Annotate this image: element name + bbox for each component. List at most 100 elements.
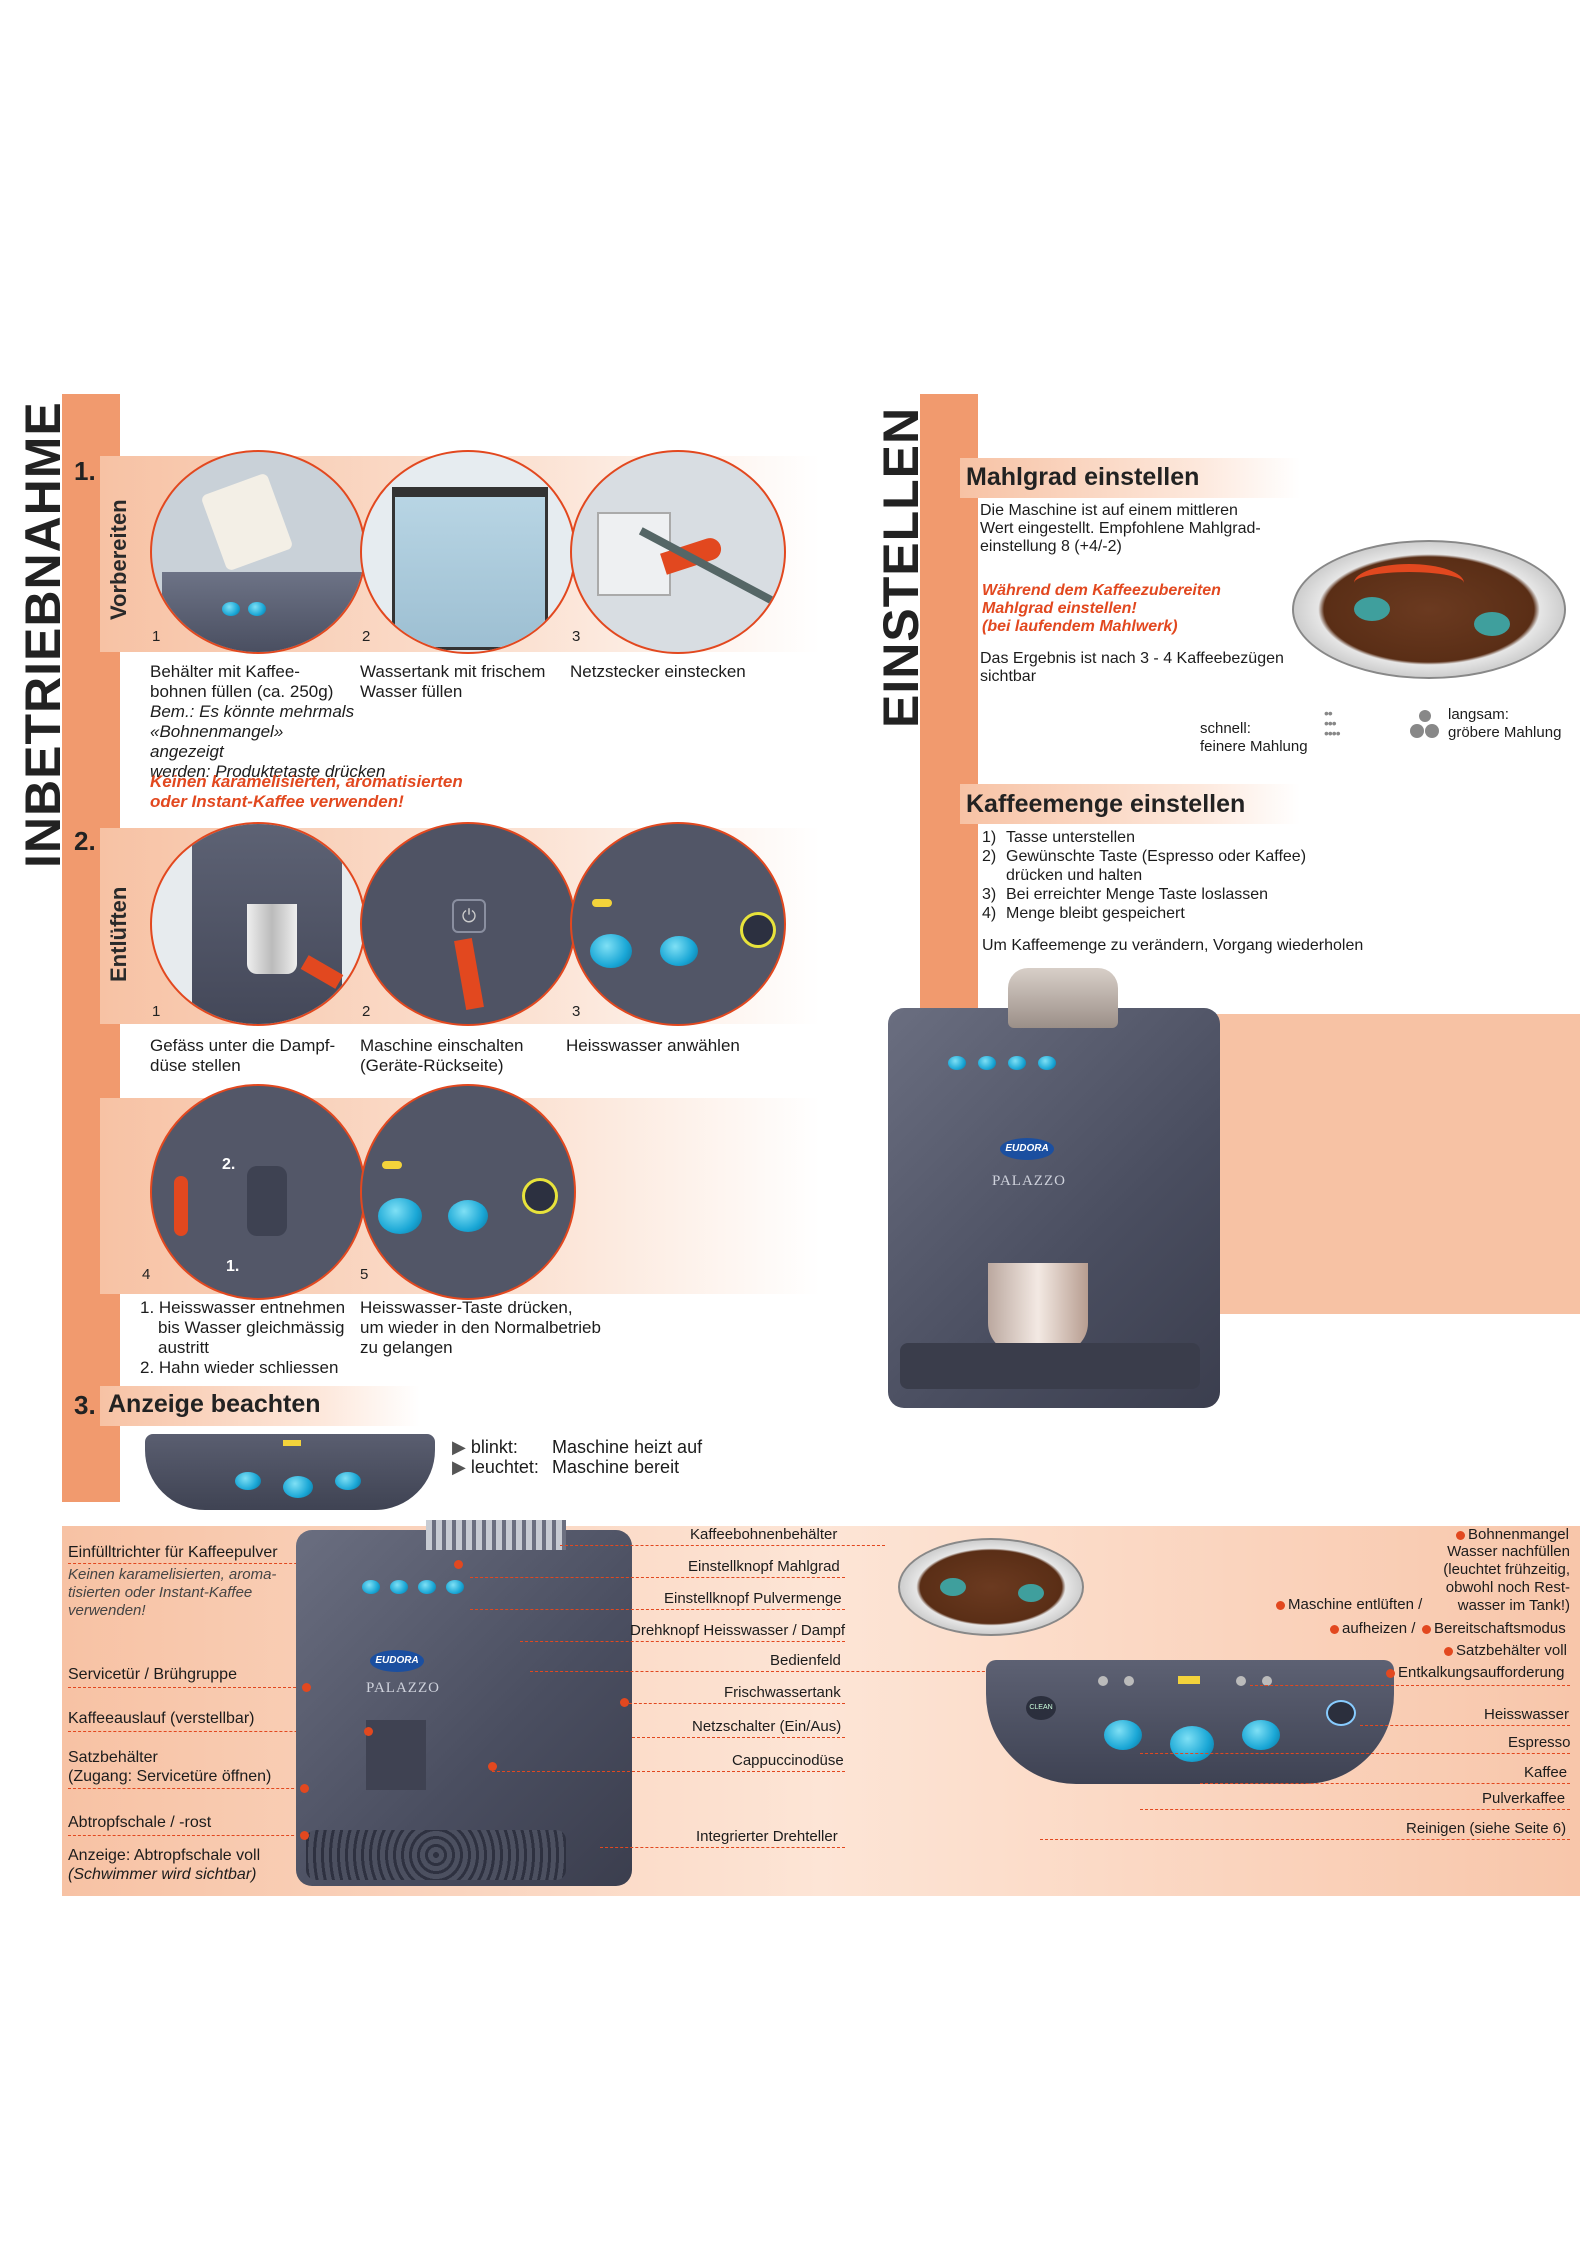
leader-line: [530, 1671, 1010, 1672]
caption-vessel: Gefäss unter die Dampf- düse stellen: [150, 1036, 336, 1075]
label-anzeige-abtropf: Anzeige: Abtropfschale voll (Schwimmer w…: [68, 1847, 261, 1883]
pointer-dot: [300, 1784, 309, 1793]
label-bereitschaft: Bereitschaftsmodus: [1434, 1620, 1566, 1637]
leader-line: [1360, 1725, 1570, 1726]
caption-switch-on: Maschine einschalten (Geräte-Rückseite): [360, 1036, 524, 1075]
label-satzbehaelter-voll: Satzbehälter voll: [1456, 1642, 1567, 1659]
indicator-blinkt-value: Maschine heizt auf: [552, 1437, 703, 1457]
pointer-dot: [1330, 1625, 1339, 1634]
image-bean-container: [150, 450, 366, 654]
image-number: 2: [362, 628, 371, 645]
pointer-dot: [1422, 1625, 1431, 1634]
image-coffee-machine-overview: EUDORA PALAZZO: [296, 1520, 632, 1886]
play-icon: ▶: [452, 1457, 466, 1477]
pointer-dot: [1276, 1601, 1285, 1610]
step3-title: Anzeige beachten: [108, 1390, 321, 1418]
leader-line: [520, 1641, 845, 1642]
play-icon: ▶: [452, 1437, 466, 1457]
leader-line: [492, 1771, 845, 1772]
mahlgrad-result: Das Ergebnis ist nach 3 - 4 Kaffeebezüge…: [980, 650, 1284, 685]
pulverkaffee-button[interactable]: [1242, 1720, 1280, 1750]
leader-line: [600, 1847, 845, 1848]
leader-line: [560, 1545, 885, 1546]
image-power-plug: [570, 450, 786, 654]
label-reinigen: Reinigen (siehe Seite 6): [1406, 1820, 1567, 1837]
warning-coffee-type: Keinen karamelisierten, aromatisierten o…: [150, 772, 463, 811]
step1-label: Vorbereiten: [106, 499, 131, 620]
image-water-tank: [360, 450, 576, 654]
label-pulvermenge-knopf: Einstellknopf Pulvermenge: [664, 1590, 842, 1607]
step2-label: Entlüften: [106, 886, 131, 982]
label-heisswasser: Heisswasser: [1484, 1706, 1570, 1723]
mahlgrad-title: Mahlgrad einstellen: [966, 463, 1200, 491]
kaffeemenge-header-bar: [960, 784, 1300, 824]
section-title-einstellen: EINSTELLEN: [873, 406, 929, 728]
kaffeemenge-step: 4)Menge bleibt gespeichert: [982, 905, 1185, 922]
image-bean-hopper: [898, 1538, 1084, 1636]
leader-line: [68, 1563, 458, 1564]
caption-back-normal: Heisswasser-Taste drücken, um wieder in …: [360, 1298, 601, 1357]
brand-logo: EUDORA: [370, 1650, 424, 1672]
kaffeemenge-step: 3)Bei erreichter Menge Taste loslassen: [982, 886, 1269, 903]
leader-line: [1200, 1783, 1570, 1784]
label-einfuell-note: Keinen karamelisierten, aroma- tisierten…: [68, 1566, 277, 1619]
label-cappuccinoduese: Cappuccinodüse: [732, 1752, 844, 1769]
caption-fill-beans: Behälter mit Kaffee- bohnen füllen (ca. …: [150, 662, 386, 781]
image-number: 4: [142, 1266, 151, 1283]
label-frischwassertank: Frischwassertank: [724, 1684, 841, 1701]
kaffeemenge-note: Um Kaffeemenge zu verändern, Vorgang wie…: [982, 937, 1364, 954]
label-einfuelltrichter: Einfülltrichter für Kaffeepulver: [68, 1544, 278, 1561]
pointer-dot: [488, 1762, 497, 1771]
kaffeemenge-step: drücken und halten: [1006, 867, 1143, 884]
image-number: 1: [152, 1003, 161, 1020]
leader-line: [624, 1703, 845, 1704]
image-number: 3: [572, 1003, 581, 1020]
leader-line: [68, 1835, 304, 1836]
pointer-dot: [1444, 1647, 1453, 1656]
pointer-dot: [1456, 1531, 1465, 1540]
espresso-button[interactable]: [1104, 1720, 1142, 1750]
caption-select-hotwater: Heisswasser anwählen: [566, 1036, 740, 1055]
pointer-dot: [364, 1727, 373, 1736]
label-pulverkaffee: Pulverkaffee: [1482, 1790, 1566, 1807]
label-netzschalter: Netzschalter (Ein/Aus): [692, 1718, 842, 1735]
pointer-dot: [302, 1683, 311, 1692]
step3-header-bar: [100, 1386, 420, 1426]
kaffee-button[interactable]: [1170, 1726, 1214, 1762]
leader-line: [68, 1788, 304, 1789]
leader-line: [1140, 1753, 1570, 1754]
leader-line: [470, 1577, 845, 1578]
label-aufheizen: aufheizen /: [1342, 1620, 1416, 1637]
display-panel-small: [145, 1434, 435, 1510]
kaffeemenge-step: 2)Gewünschte Taste (Espresso oder Kaffee…: [982, 848, 1307, 865]
model-name: PALAZZO: [992, 1173, 1066, 1189]
leader-line: [1250, 1685, 1570, 1686]
fine-grind-icon: •••••••••: [1324, 705, 1341, 741]
step2-number: 2.: [74, 826, 96, 856]
mahlgrad-header-bar: [960, 458, 1300, 498]
caption-take-hotwater: 1. Heisswasser entnehmen bis Wasser glei…: [140, 1298, 346, 1377]
mahlgrad-warning: Während dem Kaffeezubereiten Mahlgrad ei…: [982, 582, 1221, 635]
label-abtropfschale: Abtropfschale / -rost: [68, 1814, 212, 1831]
pointer-dot: [1386, 1669, 1395, 1678]
label-kaffeeauslauf: Kaffeeauslauf (verstellbar): [68, 1710, 255, 1727]
image-tap-knob: 2. 1.: [150, 1084, 366, 1300]
label-mahlgrad-knopf: Einstellknopf Mahlgrad: [688, 1558, 840, 1575]
label-kaffee: Kaffee: [1524, 1764, 1568, 1781]
label-satzbehaelter: Satzbehälter (Zugang: Servicetüre öffnen…: [68, 1749, 272, 1785]
mahlgrad-text: Die Maschine ist auf einem mittleren Wer…: [980, 502, 1261, 555]
label-entlueften: Maschine entlüften /: [1288, 1596, 1423, 1613]
hotwater-button[interactable]: [1326, 1700, 1356, 1726]
image-number: 1: [152, 628, 161, 645]
pointer-dot: [300, 1831, 309, 1840]
image-number: 3: [572, 628, 581, 645]
clean-button[interactable]: CLEAN: [1026, 1696, 1056, 1720]
label-espresso: Espresso: [1508, 1734, 1571, 1751]
leader-line: [470, 1609, 845, 1610]
arrow-label: 1.: [226, 1258, 240, 1275]
model-name: PALAZZO: [366, 1680, 440, 1696]
image-power-switch: ⏻: [360, 822, 576, 1026]
leader-line: [1040, 1839, 1570, 1840]
image-steam-nozzle: [150, 822, 366, 1026]
label-servicetuer: Servicetür / Brühgruppe: [68, 1666, 237, 1683]
